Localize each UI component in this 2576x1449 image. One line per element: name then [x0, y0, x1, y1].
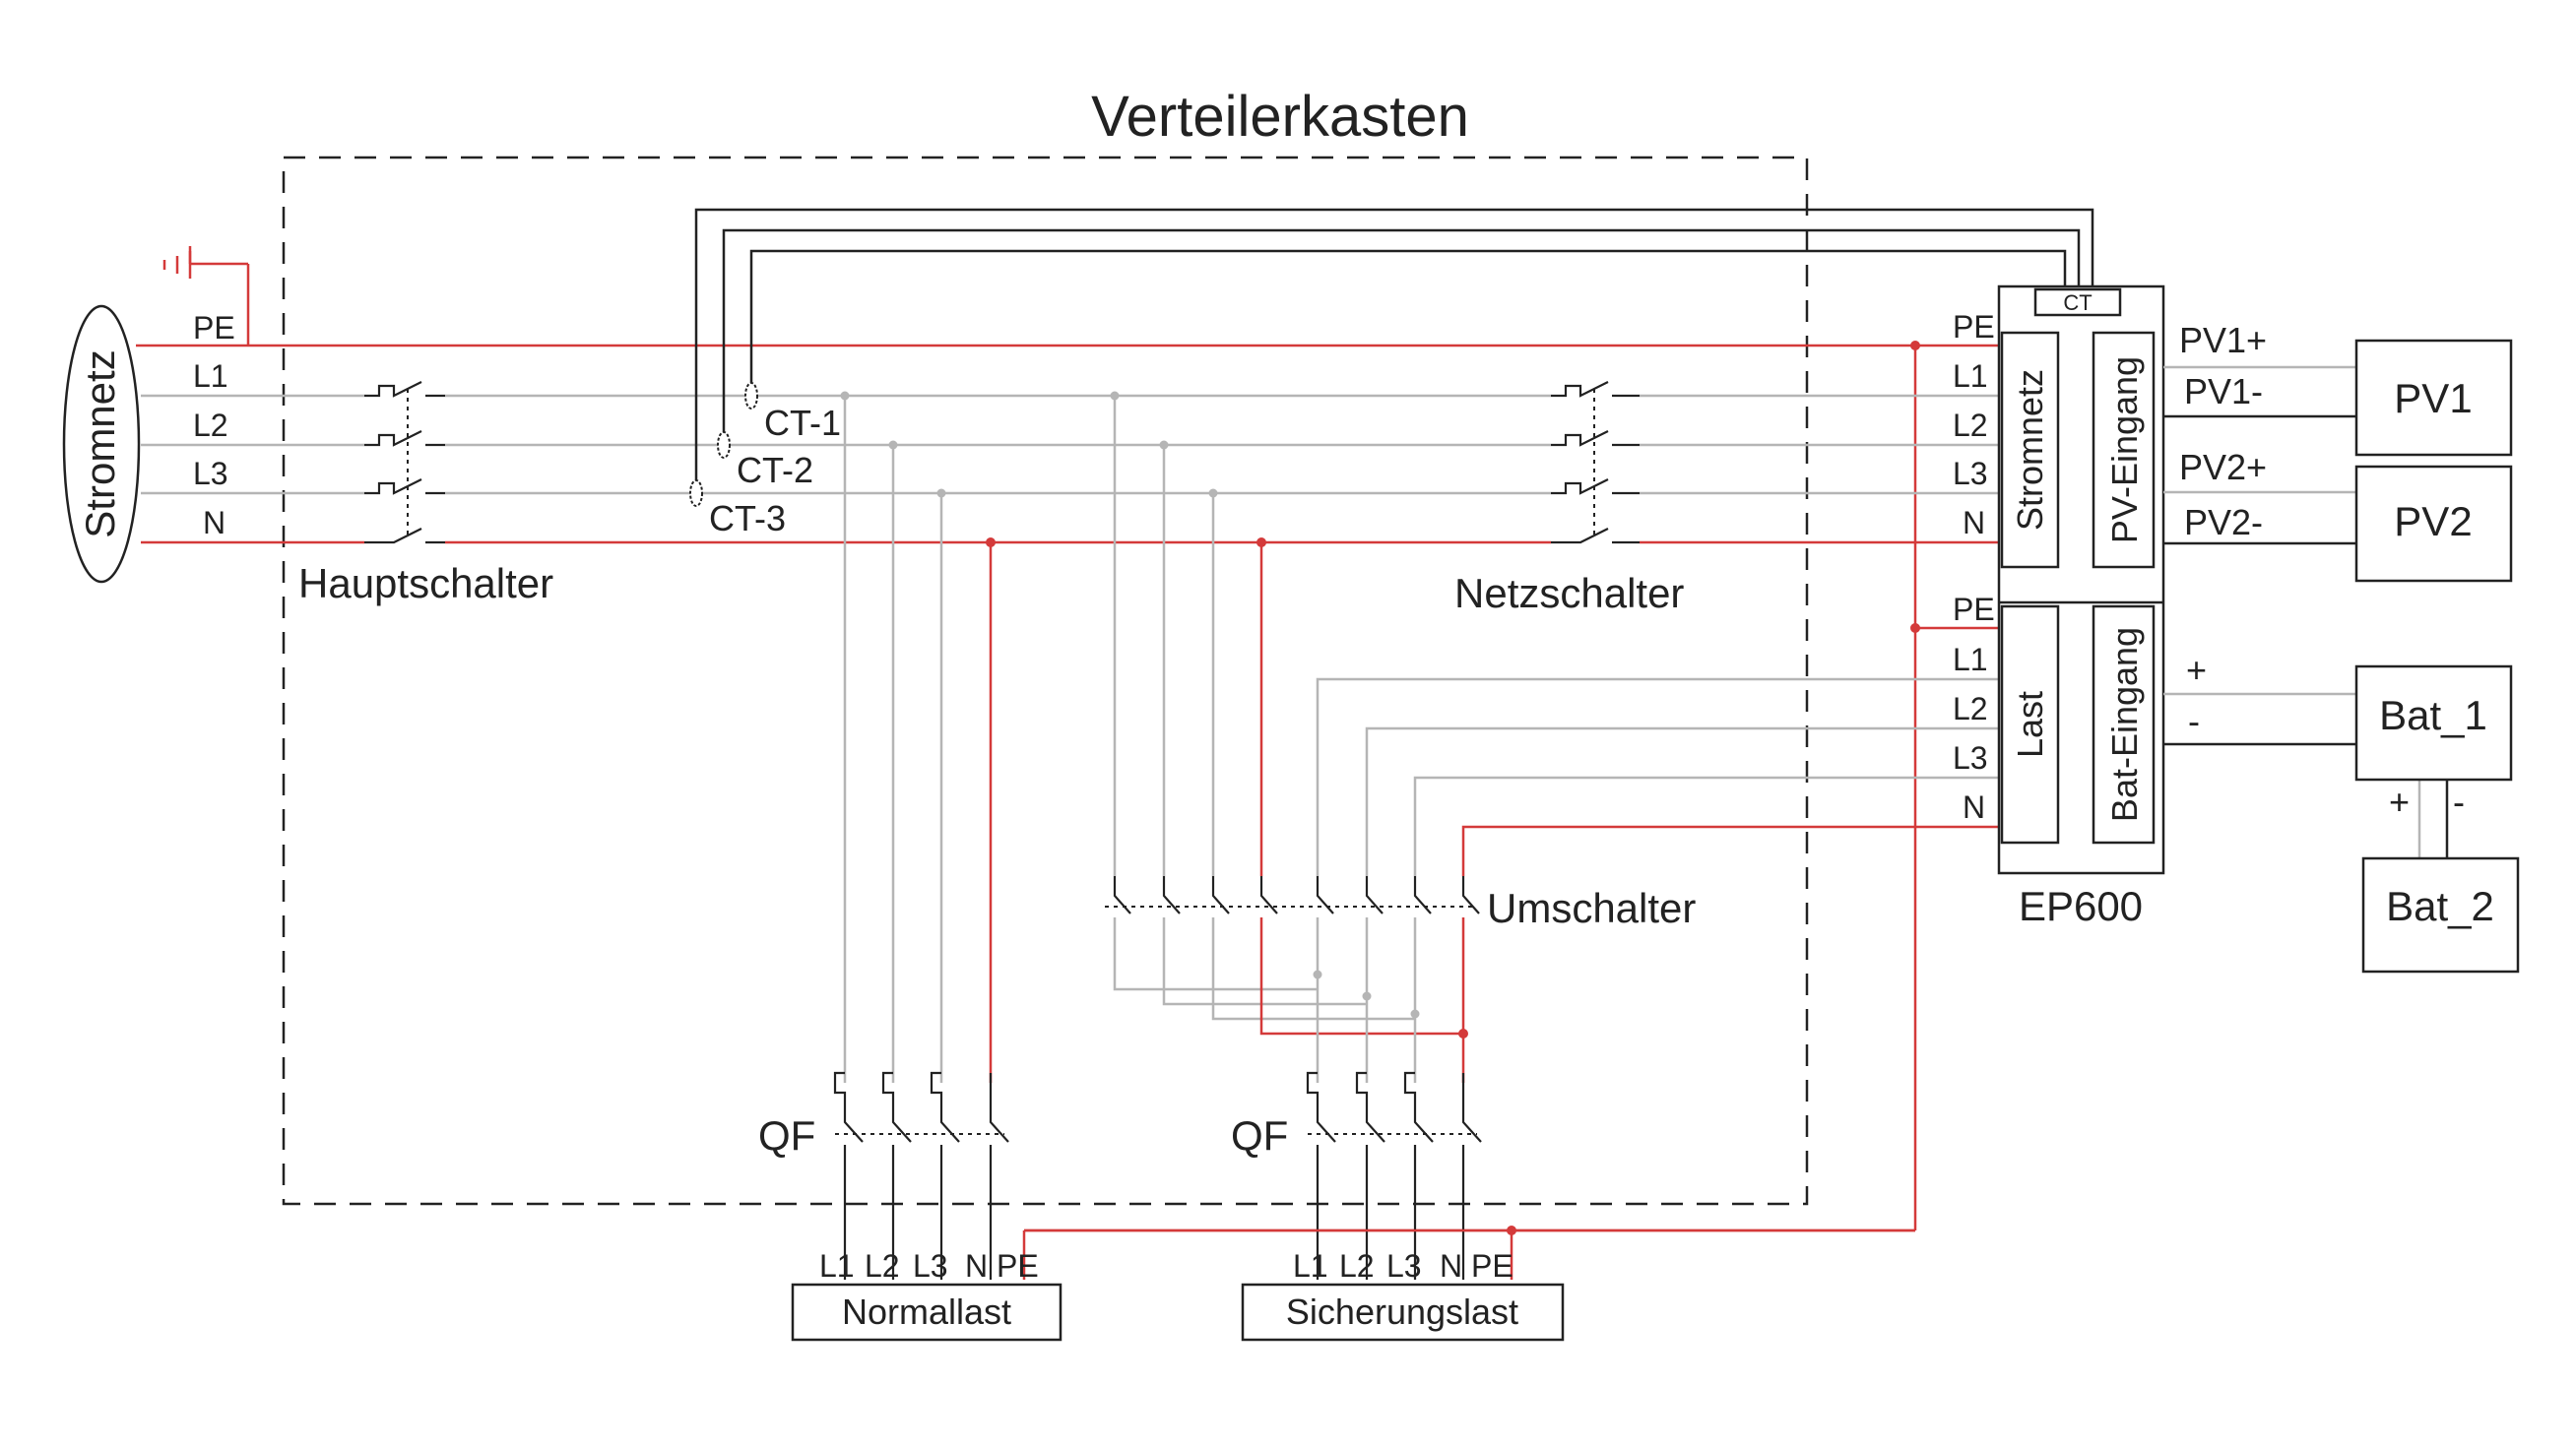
- phase-buses: [141, 394, 1999, 495]
- pv1-plus-label: PV1+: [2179, 320, 2267, 360]
- inverter-load-terminal-l3: L3: [1953, 740, 1988, 776]
- inverter-load-terminal-l2: L2: [1953, 691, 1988, 726]
- backup-load-terminal-pe: PE: [1471, 1248, 1513, 1284]
- inverter-grid-terminal-l1: L1: [1953, 358, 1988, 394]
- backup-load-terminal-l1: L1: [1293, 1248, 1328, 1284]
- inverter-grid-terminal-n: N: [1963, 505, 1985, 540]
- inverter-grid-terminal-pe: PE: [1953, 309, 1995, 345]
- grid-switch-label: Netzschalter: [1454, 570, 1684, 616]
- qf-backup-label: QF: [1231, 1112, 1288, 1159]
- transfer-switch-outputs: [1113, 917, 1468, 1083]
- main-switch: [364, 381, 445, 544]
- pv2-plus-label: PV2+: [2179, 447, 2267, 487]
- inverter-grid-terminal-l2: L2: [1953, 408, 1988, 443]
- transfer-switch-feeders: [1110, 391, 1999, 876]
- pv1-label: PV1: [2394, 375, 2472, 421]
- inverter-bat-port-label: Bat-Eingang: [2104, 627, 2145, 822]
- inverter-grid-port-label: Stromnetz: [2010, 369, 2050, 531]
- inverter-name: EP600: [2019, 883, 2143, 929]
- grid-terminal-l2: L2: [193, 408, 228, 443]
- grid-source-label: Stromnetz: [77, 349, 123, 537]
- inverter-load-port: [2000, 604, 2060, 845]
- pe-load-connections: [1022, 1226, 1915, 1280]
- main-switch-label: Hauptschalter: [298, 560, 553, 606]
- bat-link-minus-label: -: [2453, 782, 2465, 822]
- pv-wiring: [2163, 365, 2356, 545]
- backup-load-terminal-n: N: [1440, 1248, 1462, 1284]
- pv1-minus-label: PV1-: [2184, 371, 2263, 411]
- diagram-title: Verteilerkasten: [1091, 85, 1469, 149]
- inverter-load-port-label: Last: [2010, 691, 2050, 758]
- ct-1-label: CT-1: [764, 403, 841, 443]
- ct-2-icon: [717, 431, 731, 459]
- bat1-label: Bat_1: [2379, 692, 2487, 738]
- inverter-grid-terminal-l3: L3: [1953, 456, 1988, 491]
- ct-1-icon: [744, 382, 758, 410]
- ct-wiring: [689, 208, 2094, 507]
- normal-load-terminal-n: N: [965, 1248, 988, 1284]
- grid-source: [62, 304, 141, 584]
- bat-input-plus-label: +: [2186, 650, 2207, 690]
- transfer-switch: [1105, 876, 1480, 914]
- grid-terminal-l3: L3: [193, 456, 228, 491]
- normal-load-terminal-pe: PE: [997, 1248, 1039, 1284]
- ct-3-label: CT-3: [709, 498, 786, 538]
- qf-breaker-normal: [833, 1071, 1009, 1280]
- backup-load-terminal-l2: L2: [1339, 1248, 1375, 1284]
- normal-load-box: [791, 1283, 1063, 1342]
- ct-2-label: CT-2: [737, 450, 813, 490]
- transfer-switch-label: Umschalter: [1487, 885, 1696, 931]
- grid-terminal-l1: L1: [193, 358, 228, 394]
- inverter-grid-port: [2000, 331, 2060, 569]
- inverter-load-terminal-n: N: [1963, 789, 1985, 825]
- battery-wiring: [2163, 692, 2449, 858]
- inverter-load-terminal-pe: PE: [1953, 592, 1995, 627]
- inverter-pv-port: [2092, 331, 2156, 569]
- pv2-label: PV2: [2394, 498, 2472, 544]
- normal-load-feeders: [840, 391, 996, 1083]
- inverter-bat-port: [2092, 604, 2156, 845]
- backup-load-box: [1241, 1283, 1565, 1342]
- inverter-ct-port: [2033, 287, 2122, 317]
- qf-normal-label: QF: [758, 1112, 815, 1159]
- ground-icon: [162, 246, 250, 346]
- normal-load-label: Normallast: [842, 1292, 1011, 1332]
- bat-link-plus-label: +: [2389, 782, 2410, 822]
- backup-load-terminal-l3: L3: [1386, 1248, 1422, 1284]
- backup-load-label: Sicherungslast: [1286, 1292, 1518, 1332]
- normal-load-terminal-l2: L2: [865, 1248, 900, 1284]
- pv2-minus-label: PV2-: [2184, 502, 2263, 542]
- inverter-box: [1997, 284, 2165, 875]
- pv1-box: [2354, 339, 2513, 457]
- inverter-ct-label: CT: [2063, 290, 2092, 315]
- grid-terminal-n: N: [203, 505, 225, 540]
- grid-terminal-pe: PE: [193, 310, 235, 346]
- inverter-load-terminal-l1: L1: [1953, 642, 1988, 677]
- pv2-box: [2354, 465, 2513, 583]
- bat2-label: Bat_2: [2386, 883, 2494, 929]
- grid-switch: [1551, 381, 1640, 544]
- normal-load-terminal-l1: L1: [819, 1248, 855, 1284]
- bat-input-minus-label: -: [2188, 701, 2200, 741]
- inverter-pv-port-label: PV-Eingang: [2104, 356, 2145, 543]
- ct-3-icon: [689, 479, 703, 507]
- bat1-box: [2354, 664, 2513, 782]
- bat2-box: [2361, 856, 2520, 974]
- qf-breaker-backup: [1306, 1071, 1482, 1280]
- normal-load-terminal-l3: L3: [913, 1248, 948, 1284]
- distribution-box-enclosure: [282, 156, 1809, 1206]
